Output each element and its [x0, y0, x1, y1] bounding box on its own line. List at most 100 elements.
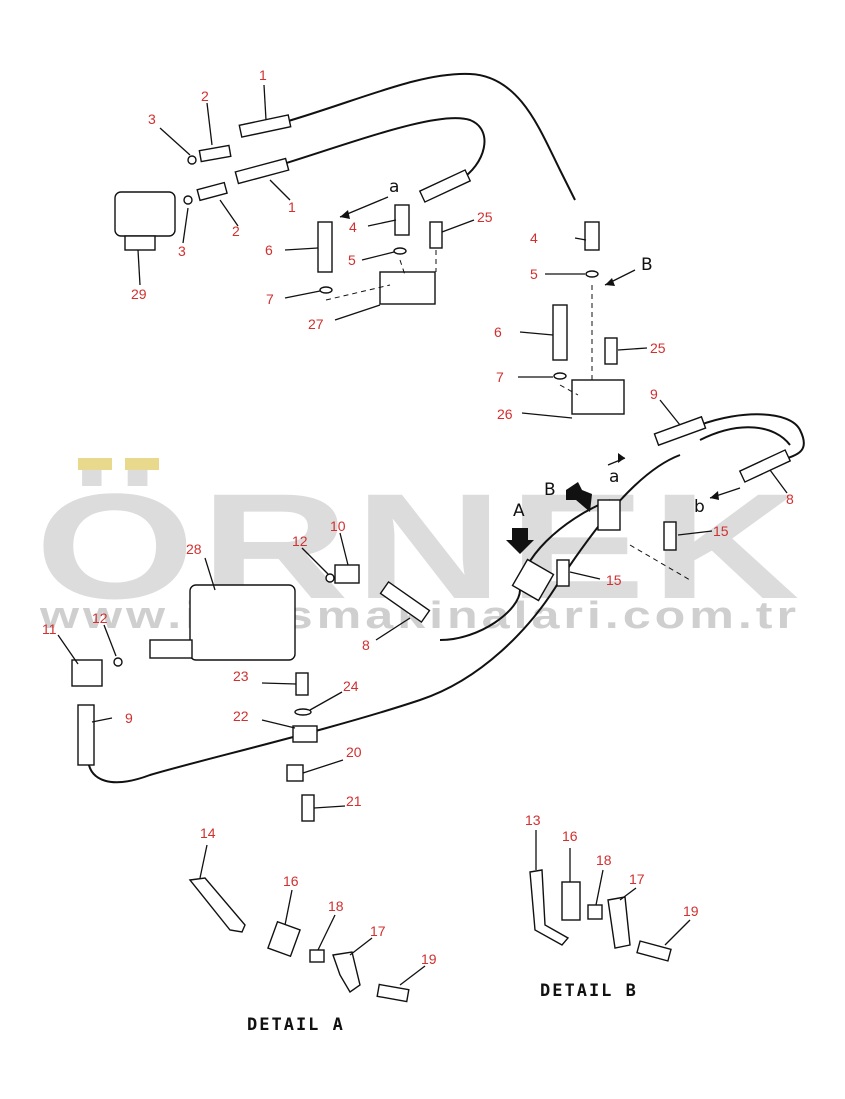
washer-24	[294, 708, 312, 716]
callout-28: 28	[186, 541, 202, 557]
valve-spool	[149, 639, 193, 659]
callout-23: 23	[233, 668, 249, 684]
callout-18-a: 18	[328, 898, 344, 914]
callout-8-right: 8	[786, 491, 794, 507]
callout-3-lower: 3	[178, 243, 186, 259]
bolt-23	[295, 672, 309, 696]
bolt-15-left	[556, 559, 570, 587]
o-ring-5-right	[585, 270, 599, 278]
callout-24: 24	[343, 678, 359, 694]
letter-B-view: B	[544, 480, 556, 500]
callout-13: 13	[525, 812, 541, 828]
control-valve-28	[189, 584, 296, 661]
letter-a-lower: a	[609, 467, 619, 487]
o-ring-3-upper	[187, 155, 197, 165]
callout-22: 22	[233, 708, 249, 724]
letter-A-view: A	[513, 501, 525, 521]
callout-8-left: 8	[362, 637, 370, 653]
elbow-6-left	[317, 221, 333, 273]
bolt-25-left	[429, 221, 443, 249]
clamp-detail-b	[597, 499, 621, 531]
callout-17-b: 17	[629, 871, 645, 887]
callout-26: 26	[497, 406, 513, 422]
callout-5-left: 5	[348, 252, 356, 268]
arrow-a-lower	[618, 453, 625, 463]
elbow-4-right	[584, 221, 600, 251]
hose-end-1-lower	[234, 157, 290, 185]
plate-17-a	[332, 951, 361, 994]
hose-end-9-right	[653, 415, 707, 447]
arrow-a-upper	[340, 210, 350, 219]
hose-end-9-left	[77, 704, 95, 766]
arrow-b-upper	[605, 278, 615, 286]
callouts: 1 1 2 2 3 3 29 4 4 5 5 6 6 7 7 25 25 27 …	[42, 67, 794, 967]
callout-18-b: 18	[596, 852, 612, 868]
letter-B-upper: B	[641, 255, 653, 275]
adapter-2-lower	[196, 181, 228, 202]
block-27	[379, 271, 436, 305]
arrows	[339, 196, 741, 554]
callout-25-left: 25	[477, 209, 493, 225]
elbow-4-left	[394, 204, 410, 236]
callout-17-a: 17	[370, 923, 386, 939]
solenoid-valve-29	[114, 191, 176, 237]
top-left-fittings	[114, 114, 472, 251]
spacer-18-b	[587, 904, 603, 920]
elbow-10	[334, 564, 360, 584]
callout-15-left: 15	[606, 572, 622, 588]
bolt-15-right	[663, 521, 677, 551]
hose-end-8-left	[379, 580, 431, 624]
block-26-group	[552, 221, 625, 415]
hose-end-8-right	[738, 449, 792, 483]
clamp-16-a	[267, 920, 301, 958]
bottom-left-group	[71, 564, 431, 822]
callout-21: 21	[346, 793, 362, 809]
callout-27: 27	[308, 316, 324, 332]
callout-16-b: 16	[562, 828, 578, 844]
clamp-22	[292, 725, 318, 743]
letters: a a b B B A	[389, 177, 705, 521]
block-26	[571, 379, 625, 415]
o-ring-12-lower	[113, 657, 123, 667]
bracket-13	[529, 869, 570, 946]
callout-20: 20	[346, 744, 362, 760]
bracket-20	[286, 764, 304, 782]
callout-29: 29	[131, 286, 147, 302]
callout-3-upper: 3	[148, 111, 156, 127]
callout-5-right: 5	[530, 266, 538, 282]
arrow-b-lower	[710, 491, 719, 500]
bracket-14	[188, 877, 246, 933]
callout-15-right: 15	[713, 523, 729, 539]
view-arrow-b	[566, 482, 592, 512]
callout-1-lower: 1	[288, 199, 296, 215]
callout-12-upper: 12	[292, 533, 308, 549]
spacer-18-a	[309, 949, 325, 963]
o-ring-7-left	[319, 286, 333, 294]
right-fittings	[511, 415, 792, 602]
watermark-umlaut-right	[125, 458, 159, 470]
clamp-detail-a	[511, 558, 555, 602]
callout-14: 14	[200, 825, 216, 841]
callout-9-left: 9	[125, 710, 133, 726]
callout-16-a: 16	[283, 873, 299, 889]
detail-a-title: DETAIL A	[247, 1015, 345, 1035]
hose-end-upper-right	[418, 169, 472, 203]
callout-7-right: 7	[496, 369, 504, 385]
callout-19-b: 19	[683, 903, 699, 919]
letter-b-lower: b	[694, 497, 705, 517]
callout-11: 11	[42, 621, 57, 637]
clamp-16-b	[561, 881, 581, 921]
o-ring-5-left	[393, 247, 407, 255]
letter-a-upper: a	[389, 177, 399, 197]
detail-b-parts	[529, 869, 672, 962]
solenoid-connector	[124, 235, 156, 251]
callout-6-left: 6	[265, 242, 273, 258]
callout-19-a: 19	[421, 951, 437, 967]
detail-b-title: DETAIL B	[540, 981, 638, 1001]
hose-end-1-upper	[238, 114, 292, 138]
callout-12-lower: 12	[92, 610, 108, 626]
view-arrow-a	[506, 528, 534, 554]
callout-2-upper: 2	[201, 88, 209, 104]
o-ring-12-upper	[325, 573, 335, 583]
